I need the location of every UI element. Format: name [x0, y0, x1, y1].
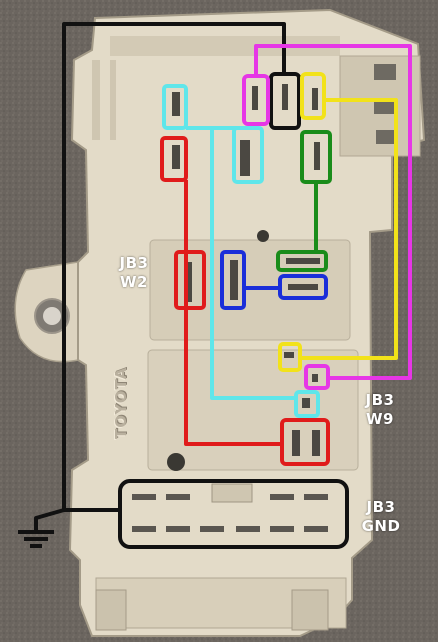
- cyan-wire: [162, 84, 320, 418]
- label-jb3-w9-line1: JB3: [365, 391, 395, 409]
- label-jb3-gnd: JB3 GND: [350, 498, 412, 536]
- toyota-embossed-text: TOYOTA: [112, 366, 130, 439]
- label-jb3-w2-line2: W2: [120, 273, 148, 291]
- label-jb3-w9: JB3 W9: [356, 391, 404, 429]
- label-jb3-gnd-line1: JB3: [366, 498, 396, 516]
- label-jb3-w2-line1: JB3: [119, 254, 149, 272]
- gnd-connector-pins: [132, 483, 328, 532]
- ground-symbol-icon: [18, 530, 54, 548]
- red-wire: [160, 136, 330, 466]
- blue-wire: [220, 250, 328, 310]
- yellow-wire: [278, 72, 398, 372]
- green-wire: [276, 130, 332, 272]
- black-ground-wire: [34, 22, 349, 549]
- label-jb3-w2: JB3 W2: [110, 254, 158, 292]
- magenta-wire: [242, 44, 412, 390]
- label-jb3-w9-line2: W9: [366, 410, 394, 428]
- label-jb3-gnd-line2: GND: [361, 517, 401, 535]
